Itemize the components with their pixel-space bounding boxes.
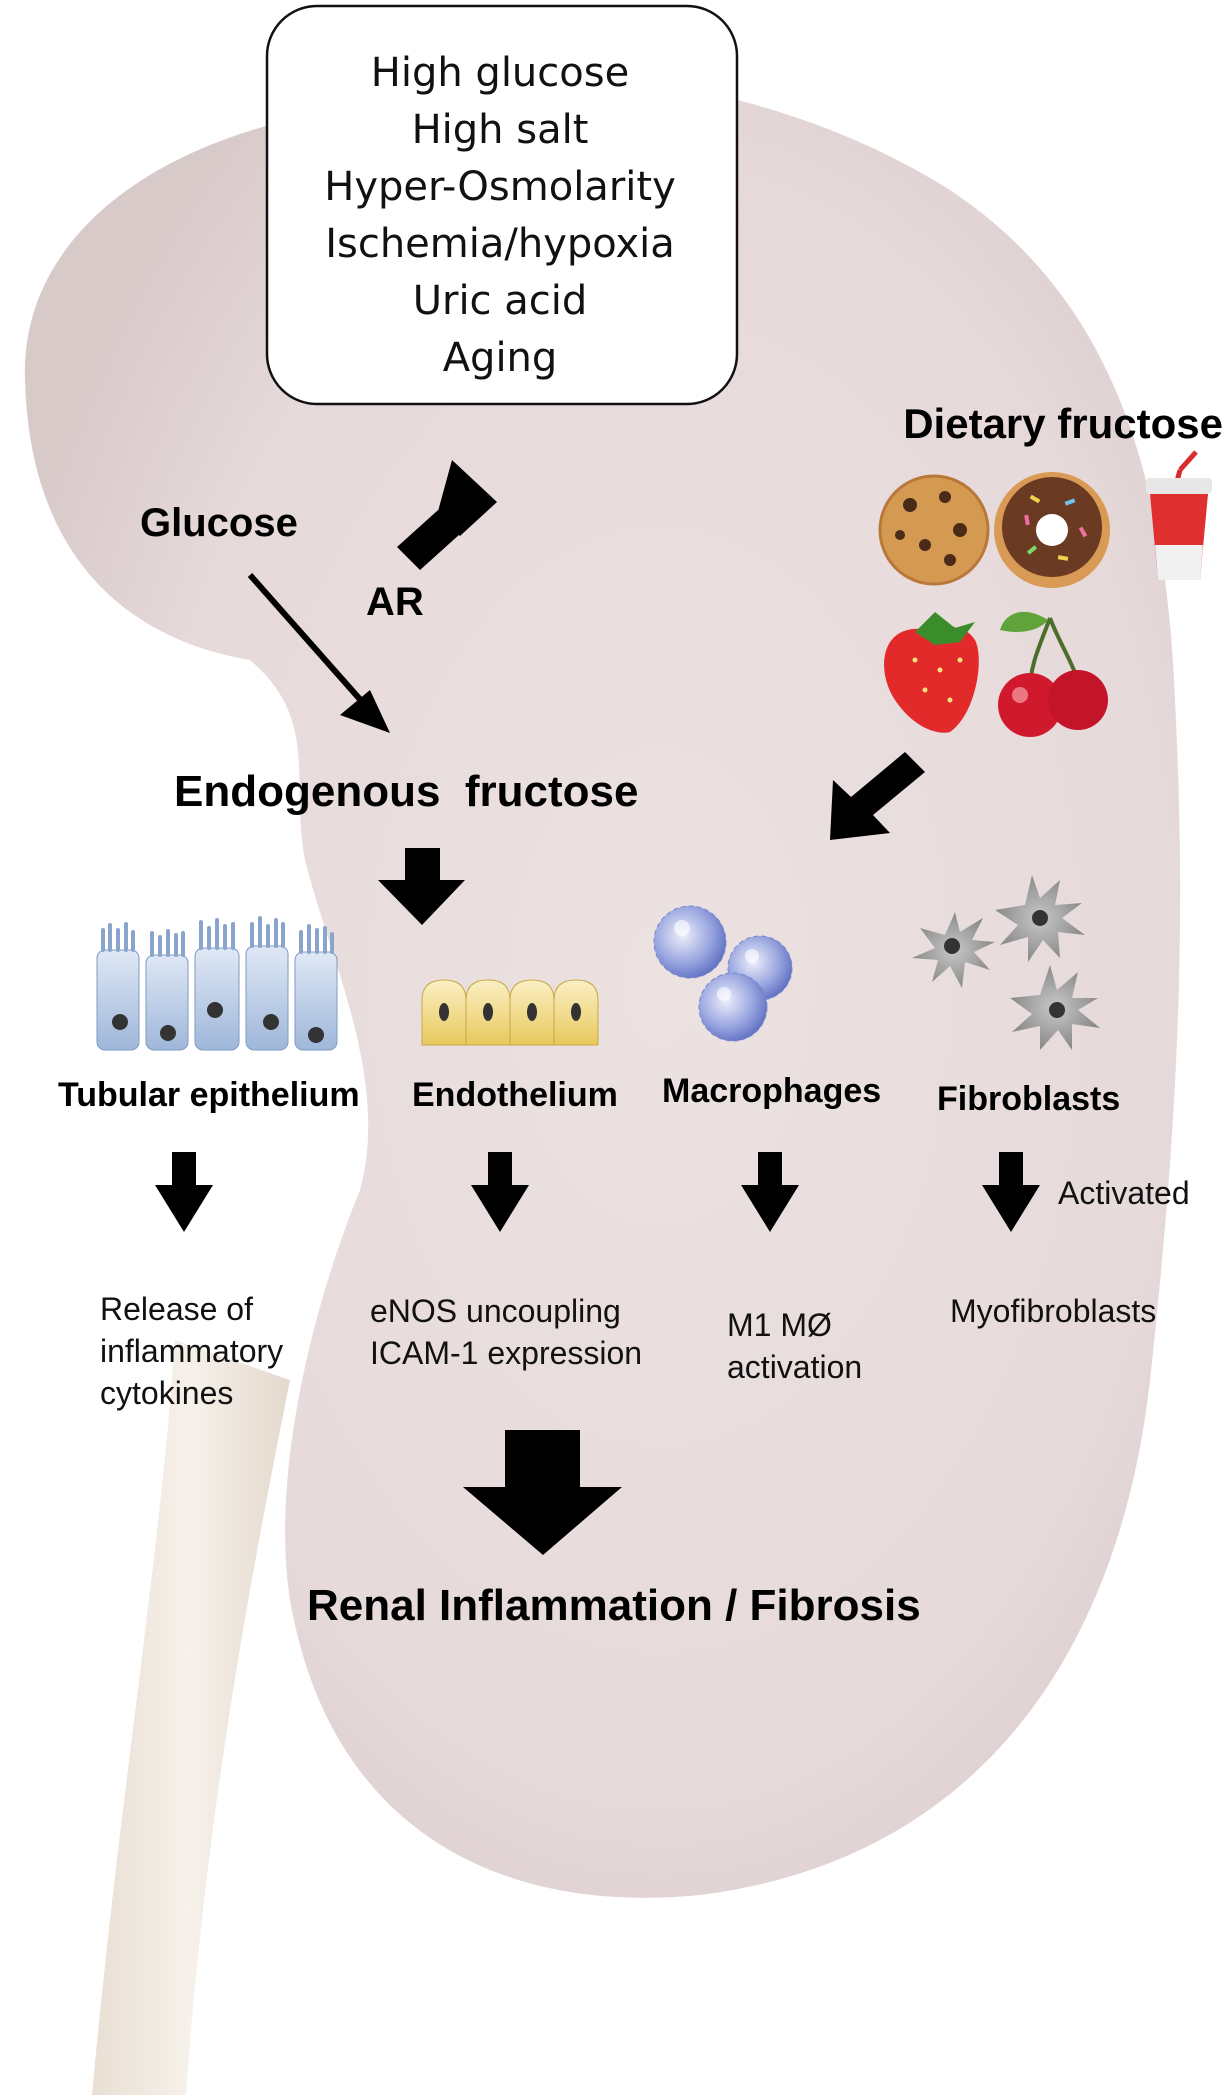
outcome-label: Renal Inflammation / Fibrosis	[307, 1581, 921, 1630]
effect-text: cytokines	[100, 1375, 233, 1411]
soda-cup-icon	[1146, 450, 1212, 580]
glucose-label: Glucose	[140, 501, 298, 545]
epithelium-down-arrow	[155, 1152, 213, 1232]
ar-label: AR	[366, 580, 424, 624]
activated-label: Activated	[1058, 1175, 1190, 1211]
stimuli-to-ar-arrow-clean	[397, 460, 497, 570]
effect-text: Myofibroblasts	[950, 1293, 1156, 1329]
stimulus-text: Hyper-Osmolarity	[324, 164, 675, 210]
effect-text: eNOS uncoupling	[370, 1293, 621, 1329]
stimulus-text: Uric acid	[413, 278, 588, 324]
tubular-epithelium-cells	[96, 916, 338, 1051]
cell-name-label: Macrophages	[662, 1072, 881, 1110]
endothelium-down-arrow	[471, 1152, 529, 1232]
endothelium-cells	[421, 979, 599, 1046]
fibroblast-down-arrow	[982, 1152, 1040, 1232]
endogenous-fructose-label: Endogenous fructose	[174, 767, 638, 816]
effect-text: activation	[727, 1349, 862, 1385]
outcome-arrow	[463, 1430, 622, 1555]
glucose-to-fructose-arrow	[247, 573, 390, 733]
stimulus-text: Ischemia/hypoxia	[325, 221, 675, 267]
cherry-icon	[998, 611, 1108, 737]
stimuli-box: High glucose High salt Hyper-Osmolarity …	[265, 4, 739, 406]
stimulus-text: High salt	[412, 107, 589, 153]
fibroblast-cells	[912, 875, 1100, 1050]
dietary-fructose-label: Dietary fructose	[903, 400, 1223, 447]
strawberry-icon	[884, 612, 979, 733]
effect-text: ICAM-1 expression	[370, 1335, 642, 1371]
cell-name-label: Tubular epithelium	[58, 1076, 360, 1114]
dietary-to-cells-arrow	[830, 752, 925, 840]
fructose-to-cells-arrow	[378, 848, 465, 925]
effect-text: Release of	[100, 1291, 253, 1327]
cookie-icon	[878, 474, 990, 586]
macrophage-cells	[653, 905, 793, 1042]
stimulus-text: High glucose	[371, 50, 629, 96]
effect-text: M1 MØ	[727, 1307, 832, 1343]
cell-name-label: Fibroblasts	[937, 1080, 1120, 1118]
cell-name-label: Endothelium	[412, 1076, 618, 1114]
ureter-shape	[92, 1340, 290, 2095]
macrophage-down-arrow	[741, 1152, 799, 1232]
effect-text: inflammatory	[100, 1333, 283, 1369]
stimulus-text: Aging	[443, 335, 558, 381]
donut-icon	[994, 472, 1110, 588]
